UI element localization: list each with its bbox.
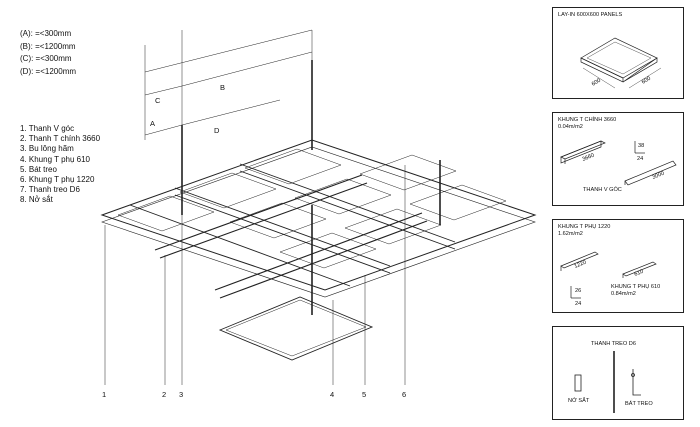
part-4: 4. Khung T phụ 610 xyxy=(20,154,90,164)
wall-angle-frame xyxy=(100,139,537,291)
part-7: 7. Thanh treo D6 xyxy=(20,185,80,195)
dim-letter-c: C xyxy=(155,96,161,105)
main-w: 24 xyxy=(637,156,643,162)
part-5: 5. Bát treo xyxy=(20,164,57,174)
detail-panel-main-tee: KHUNG T CHÍNH 3660 0.04m/m2 3660 38 24 T… xyxy=(552,112,684,206)
part-2: 2. Thanh T chính 3660 xyxy=(20,134,101,144)
detail-panel-layin: LAY-IN 600X600 PANELS 600 600 xyxy=(552,7,684,99)
dimension-b: (B): =<1200mm xyxy=(20,41,76,51)
main-h: 38 xyxy=(638,143,644,149)
anchor-label: NỞ SẮT xyxy=(568,396,590,404)
cross-label-2: KHUNG T PHỤ 610 xyxy=(611,284,660,290)
panel-main-subtitle: 0.04m/m2 xyxy=(558,124,583,130)
layin-dim-2: 600 xyxy=(641,76,652,86)
callout-leaders xyxy=(104,165,406,385)
callout-1: 1 xyxy=(102,390,106,399)
callout-2: 2 xyxy=(162,390,166,399)
cross-len-2: 610 xyxy=(634,269,645,278)
bracket-label: BÁT TREO xyxy=(625,400,653,407)
cross-tees xyxy=(129,163,456,287)
callout-3: 3 xyxy=(179,390,183,399)
panel-hanger-title: THANH TREO D6 xyxy=(591,341,636,347)
panel-cross-title: KHUNG T PHỤ 1220 xyxy=(558,224,611,230)
dim-letter-a: A xyxy=(150,119,155,128)
vbar-len: 3000 xyxy=(652,171,666,181)
cross-h: 26 xyxy=(575,288,581,294)
part-6: 6. Khung T phụ 1220 xyxy=(20,175,95,185)
panel-main-title: KHUNG T CHÍNH 3660 xyxy=(558,117,617,123)
panel-cross-subtitle: 1.62m/m2 xyxy=(558,231,583,237)
part-1: 1. Thanh V góc xyxy=(20,124,75,133)
callout-4: 4 xyxy=(330,390,334,399)
callout-5: 5 xyxy=(362,390,366,399)
part-3: 3. Bu lông hãm xyxy=(20,144,74,154)
detail-panel-cross-tee: KHUNG T PHỤ 1220 1.62m/m2 1220 610 26 24… xyxy=(552,219,684,313)
dimension-d: (D): =<1200mm xyxy=(20,66,77,76)
layin-dim-1: 600 xyxy=(591,78,602,88)
detail-panel-hanger: THANH TREO D6 NỞ SẮT BÁT TREO xyxy=(552,326,684,420)
dimension-list: (A): =<300mm (B): =<1200mm (C): =<300mm … xyxy=(20,28,76,78)
dim-letter-d: D xyxy=(214,126,220,135)
main-tee-icon: 3660 38 24 THANH V GÓC 3000 xyxy=(560,140,677,193)
cross-tee-icon: 1220 610 26 24 KHUNG T PHỤ 610 0.84m/m2 xyxy=(560,251,660,307)
vbar-label: THANH V GÓC xyxy=(583,186,622,193)
cross-len-1: 1220 xyxy=(574,260,588,270)
part-8: 8. Nở sắt xyxy=(20,195,53,205)
dimension-a: (A): =<300mm xyxy=(20,29,72,38)
cross-sub-2: 0.84m/m2 xyxy=(611,291,636,297)
ceiling-grid-drawing: C B A D 1 2 3 4 5 6 xyxy=(100,29,537,399)
dimension-lines xyxy=(144,29,313,140)
hanger-icon: NỞ SẮT BÁT TREO xyxy=(568,351,653,413)
parts-legend: 1. Thanh V góc 2. Thanh T chính 3660 3. … xyxy=(20,124,100,206)
cross-w: 24 xyxy=(575,301,581,307)
hanger-rods xyxy=(181,60,441,315)
panel-layin-title: LAY-IN 600X600 PANELS xyxy=(558,12,623,18)
ceiling-panel-icon: 600 600 xyxy=(580,37,662,89)
main-len: 3660 xyxy=(582,153,596,163)
dimension-c: (C): =<300mm xyxy=(20,54,72,63)
dim-letter-b: B xyxy=(220,83,225,92)
callout-6: 6 xyxy=(402,390,406,399)
dropped-panel xyxy=(218,296,374,361)
